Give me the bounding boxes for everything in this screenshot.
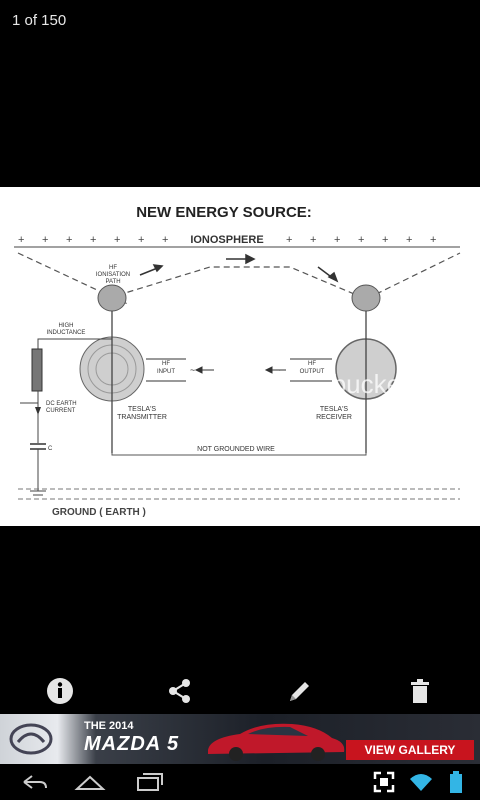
recent-apps-icon [137,773,163,791]
svg-text:+: + [382,234,388,246]
car-image-icon [208,723,345,761]
high-inductance-label-2: INDUCTANCE [47,330,86,336]
recent-apps-button[interactable] [132,768,168,796]
back-button[interactable] [14,768,50,796]
svg-text:+: + [42,234,48,246]
svg-text:+: + [138,234,144,246]
photo[interactable]: NEW ENERGY SOURCE: + + + + + + + + + + + + + + ION… [0,187,480,526]
svg-text:+: + [334,234,340,246]
edit-icon [290,682,309,701]
view-gallery-button[interactable]: VIEW GALLERY [346,740,474,760]
hf-input-label-1: HF [162,361,170,367]
battery-icon [450,771,462,793]
not-grounded-wire-label: NOT GROUNDED WIRE [197,446,275,453]
hf-output-label-1: HF [308,361,316,367]
wifi-icon [410,774,432,791]
transmitter-label-1: TESLA'S [128,406,157,413]
svg-text:+: + [18,234,24,246]
svg-text:+: + [406,234,412,246]
delete-button[interactable] [390,668,450,714]
svg-text:+: + [358,234,364,246]
action-bar [0,668,480,714]
share-button[interactable] [150,668,210,714]
energy-diagram: NEW ENERGY SOURCE: + + + + + + + + + + + + + + ION… [14,204,461,518]
hf-output-label-2: OUTPUT [300,369,325,375]
svg-text:+: + [90,234,96,246]
svg-text:~: ~ [190,365,195,375]
svg-text:+: + [286,234,292,246]
ionosphere-pluses: + + + + + + + + + + + + + + [18,234,436,246]
dc-earth-label-2: CURRENT [46,408,76,414]
system-nav-bar [0,764,480,800]
inductor [31,348,43,392]
edit-button[interactable] [270,668,330,714]
diagram-title: NEW ENERGY SOURCE: [136,204,312,221]
ad-banner[interactable]: THE 2014 MAZDA 5 VIEW GALLERY [0,714,480,764]
battery-status [444,768,468,796]
mazda-logo-icon [9,723,53,755]
capacitor-label: C [48,446,53,452]
image-counter: 1 of 150 [12,12,67,29]
dc-earth-label-1: DC EARTH [46,401,77,407]
ad-model: MAZDA 5 [84,733,180,755]
home-button[interactable] [72,768,108,796]
hf-path-label-3: PATH [105,279,120,285]
transmitter-label-2: TRANSMITTER [117,414,167,421]
delete-icon [411,679,429,703]
svg-text:~: ~ [276,365,281,375]
home-icon [74,775,106,790]
hf-path-label-1: HF [109,265,117,271]
info-button[interactable] [30,668,90,714]
svg-text:+: + [430,234,436,246]
transmitter-top-ball [97,284,127,312]
svg-text:+: + [310,234,316,246]
share-icon [169,679,190,703]
ground-label: GROUND ( EARTH ) [52,507,146,518]
svg-text:+: + [114,234,120,246]
svg-text:+: + [162,234,168,246]
receiver-label-1: TESLA'S [320,406,349,413]
receiver-top-ball [351,284,381,312]
hf-path-label-2: IONISATION [96,272,130,278]
ionosphere-label: IONOSPHERE [190,234,263,246]
high-inductance-label-1: HIGH [59,323,74,329]
fullscreen-icon [373,771,395,793]
info-icon [47,678,73,704]
watermark: bucket [332,369,409,399]
svg-text:+: + [66,234,72,246]
fullscreen-button[interactable] [370,768,398,796]
hf-input-label-2: INPUT [157,369,175,375]
ad-year: THE 2014 [84,720,134,732]
wifi-status [406,768,436,796]
back-arrow-icon [23,775,47,789]
receiver-label-2: RECEIVER [316,414,352,421]
